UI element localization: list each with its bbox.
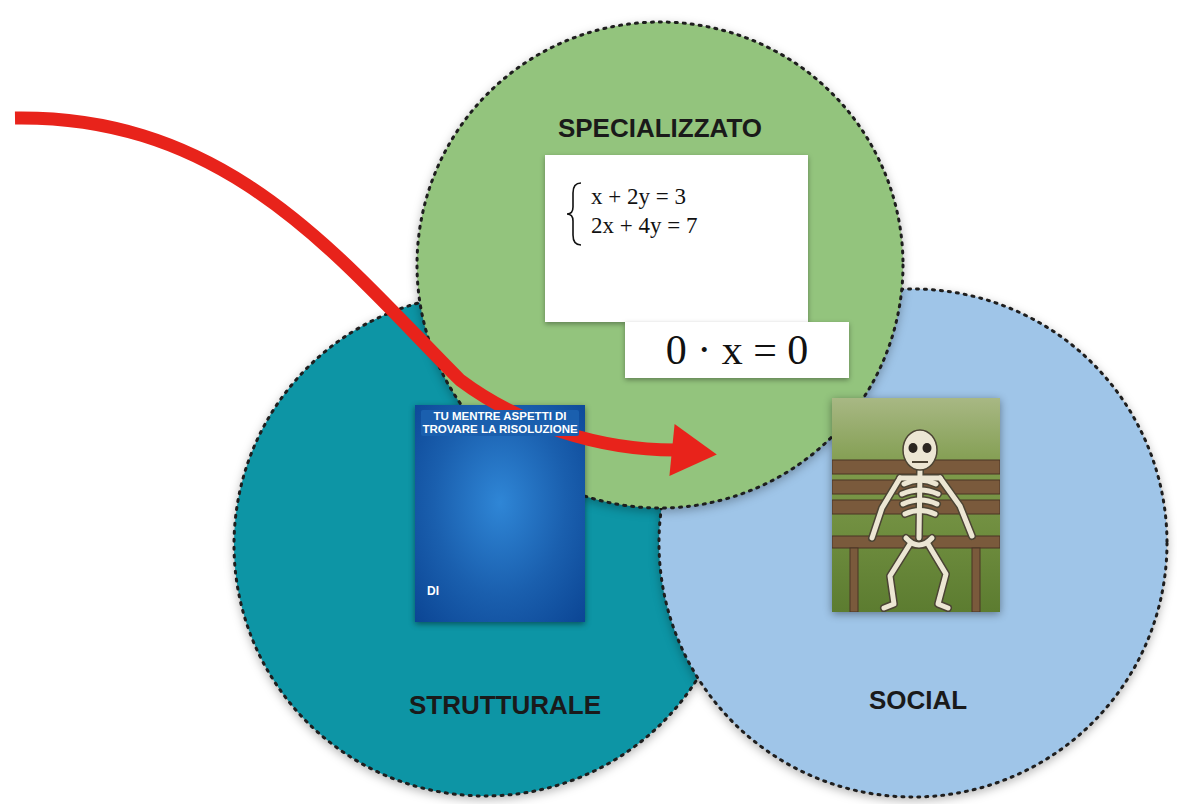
structural-circle: STRUTTURALETU MENTRE ASPETTI DI TROVARE … — [232, 292, 738, 798]
meme-caption: TU MENTRE ASPETTI DI TROVARE LA RISOLUZI… — [421, 410, 579, 436]
equation: x + 2y = 3 — [591, 183, 686, 212]
equation-system-box: x + 2y = 32x + 4y = 7 — [545, 155, 808, 322]
circle-title: SPECIALIZZATO — [415, 113, 905, 144]
equation: 2x + 4y = 7 — [591, 212, 697, 241]
brace-symbol — [565, 181, 585, 247]
meme-caption: DI — [427, 585, 585, 599]
skeleton-picture — [832, 398, 1000, 612]
circle-title: SOCIAL — [662, 685, 1174, 716]
equation-box: 0 · x = 0 — [625, 322, 849, 378]
circle-title: STRUTTURALE — [252, 690, 758, 721]
meme-picture: TU MENTRE ASPETTI DI TROVARE LA RISOLUZI… — [415, 405, 585, 622]
equation: 0 · x = 0 — [637, 325, 837, 375]
